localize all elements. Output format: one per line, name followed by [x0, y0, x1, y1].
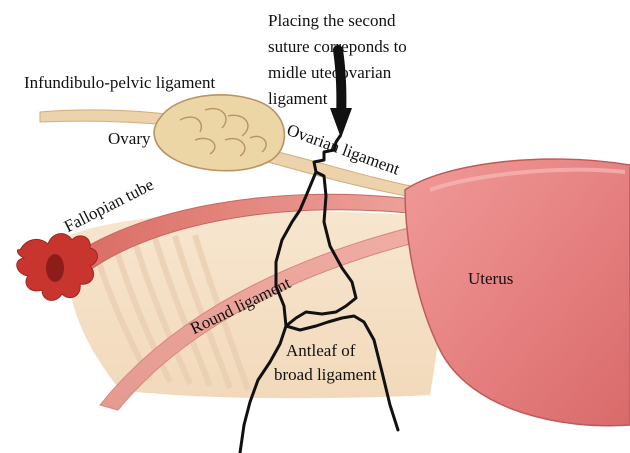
label-uterus: Uterus — [468, 268, 513, 289]
annotation-line-1: Placing the second — [268, 10, 395, 31]
annotation-line-4: ligament — [268, 88, 327, 109]
annotation-line-2: suture correponds to — [268, 36, 407, 57]
label-ovary: Ovary — [108, 128, 150, 149]
uterus-shape — [405, 159, 630, 426]
label-infundibulo-pelvic-ligament: Infundibulo-pelvic ligament — [24, 72, 215, 93]
label-antleaf-line-2: broad ligament — [274, 364, 376, 385]
annotation-line-3: midle uteoovarian — [268, 62, 391, 83]
ovary-shape — [154, 95, 284, 171]
label-antleaf-line-1: Antleaf of — [286, 340, 355, 361]
